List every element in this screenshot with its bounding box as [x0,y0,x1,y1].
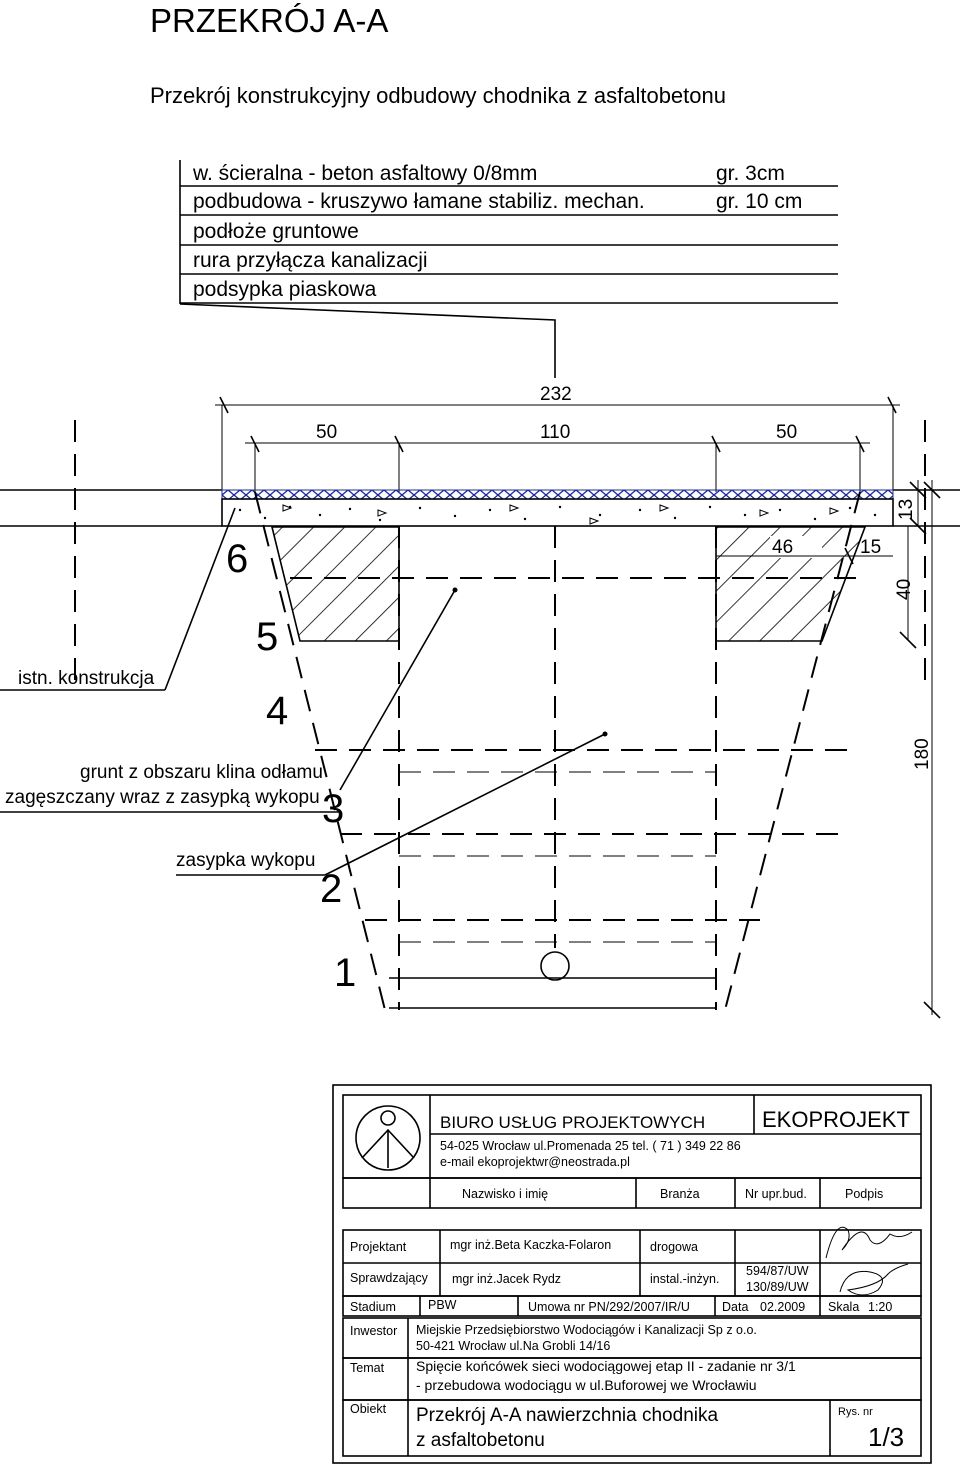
zone-numbers: 6 5 4 3 2 1 [226,537,356,995]
row-2-license-2: 130/89/UW [746,1280,809,1294]
scale-label: Skala [828,1300,859,1314]
layer-5-label: podsypka piaskowa [193,278,377,301]
topic-line-1: Spięcie końcówek sieci wodociągowej etap… [416,1358,796,1374]
zone-5: 5 [256,615,278,659]
page-title: PRZEKRÓJ A-A [150,2,388,39]
office-address: 54-025 Wrocław ul.Promenada 25 tel. ( 71… [440,1139,741,1153]
zone-4: 4 [266,689,288,733]
layer-1-label: w. ścieralna - beton asfaltowy 0/8mm [192,162,537,185]
existing-edges [0,420,960,680]
layer-2-thickness: gr. 10 cm [716,190,802,213]
dim-13: 13 [896,499,917,520]
dim-total: 232 [540,384,572,405]
row-2-license-1: 594/87/UW [746,1264,809,1278]
dim-180: 180 [912,738,933,770]
layer-3-label: podłoże gruntowe [193,220,359,243]
row-2-branch: instal.-inżyn. [650,1272,719,1286]
scale-value: 1:20 [868,1300,892,1314]
zone-1: 1 [334,951,356,995]
layer-1-thickness: gr. 3cm [716,162,785,185]
row-1-role: Projektant [350,1240,407,1254]
signature-2-icon [839,1263,909,1296]
drawing-number: 1/3 [868,1422,904,1452]
dim-15: 15 [860,537,881,558]
office-email: e-mail ekoprojektwr@neostrada.pl [440,1155,630,1169]
office-name: BIURO USŁUG PROJEKTOWYCH [440,1113,705,1132]
row-2-name: mgr inż.Jacek Rydz [452,1272,561,1286]
soil-label-1: grunt z obszaru klina odłamu [80,762,323,783]
object-line-1: Przekrój A-A nawierzchnia chodnika [416,1405,718,1426]
compaction-layers [290,577,860,1009]
dim-46: 46 [772,537,793,558]
company-logo-icon [355,1105,421,1171]
zone-6: 6 [226,537,248,581]
page-subtitle: Przekrój konstrukcyjny odbudowy chodnika… [150,83,726,108]
investor-line-2: 50-421 Wrocław ul.Na Grobli 14/16 [416,1339,610,1353]
header-license: Nr upr.bud. [745,1187,807,1201]
stage-value: PBW [428,1298,457,1312]
drawing-label: Rys. nr [838,1406,873,1418]
dim-center: 110 [540,422,570,443]
zone-2: 2 [320,867,342,911]
zone-3: 3 [322,787,344,831]
row-2-role: Sprawdzający [350,1271,429,1285]
stage-label: Stadium [350,1300,396,1314]
soil-label-2: zagęszczany wraz z zasypką wykopu [5,787,320,808]
row-1-branch: drogowa [650,1240,698,1254]
dim-right: 50 [776,422,797,443]
existing-label: istn. konstrukcja [18,668,155,689]
contract-number: Umowa nr PN/292/2007/IR/U [528,1300,690,1314]
annotations: istn. konstrukcja grunt z obszaru klina … [0,507,608,876]
vertical-dimensions: 13 40 180 [894,480,941,1019]
topic-line-2: - przebudowa wodociągu w ul.Buforowej we… [416,1377,757,1393]
object-label: Obiekt [350,1402,387,1416]
title-block: BIURO USŁUG PROJEKTOWYCH EKOPROJEKT 54-0… [332,1084,932,1464]
layer-4-label: rura przyłącza kanalizacji [193,249,428,272]
layer-2-label: podbudowa - kruszywo łamane stabiliz. me… [193,190,645,213]
hatched-blocks: 46 15 [270,526,893,642]
pavement [221,489,894,527]
date-label: Data [722,1300,748,1314]
date-value: 02.2009 [760,1300,805,1314]
company-name: EKOPROJEKT [762,1107,910,1132]
signature-1-icon [825,1226,913,1259]
dim-40: 40 [894,579,915,600]
header-signature: Podpis [845,1187,883,1201]
sewer-pipe [540,951,570,981]
topic-label: Temat [350,1361,385,1375]
object-line-2: z asfaltobetonu [416,1430,545,1451]
header-branch: Branża [660,1187,700,1201]
header-name: Nazwisko i imię [462,1187,548,1201]
investor-line-1: Miejskie Przedsiębiorstwo Wodociągów i K… [416,1323,757,1337]
row-1-name: mgr inż.Beta Kaczka-Folaron [450,1238,611,1252]
layer-legend: w. ścieralna - beton asfaltowy 0/8mm gr.… [179,160,838,378]
investor-label: Inwestor [350,1324,397,1338]
dim-left: 50 [316,422,337,443]
backfill-label: zasypka wykopu [176,850,315,871]
dimension-chain: 232 50 110 50 [215,384,900,492]
